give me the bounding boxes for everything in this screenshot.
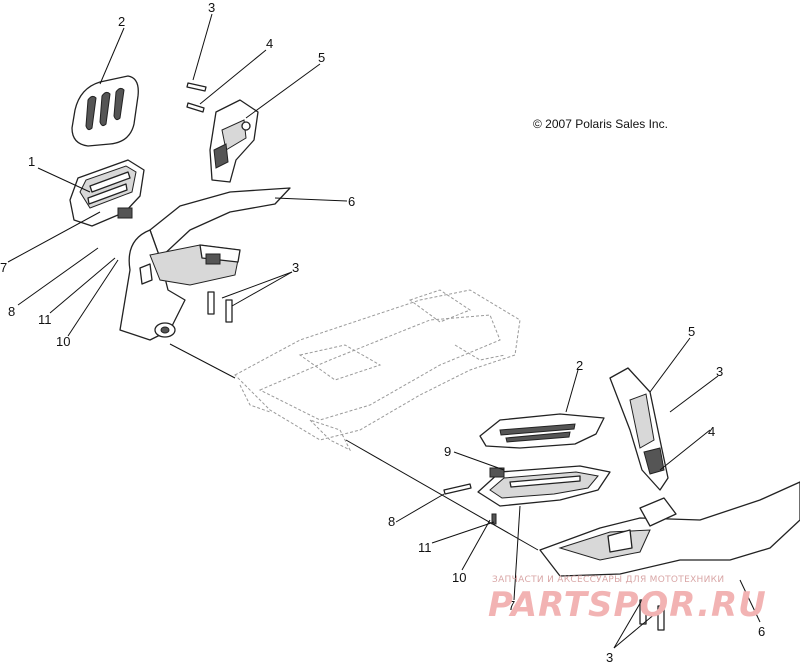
callout-2-upper: 2 (118, 14, 125, 29)
callout-9: 9 (444, 444, 451, 459)
callout-5-lower: 5 (688, 324, 695, 339)
callout-11-upper: 11 (38, 312, 52, 327)
footrest-left (69, 159, 145, 227)
callout-4-upper: 4 (266, 36, 273, 51)
floor-pad-right (479, 413, 605, 449)
callout-3-right: 3 (716, 364, 723, 379)
callout-4-lower: 4 (708, 424, 715, 439)
bracket-left (209, 99, 259, 183)
watermark-logo: PARTSPOR.RU (488, 585, 767, 625)
callout-3-top: 3 (208, 0, 215, 15)
callout-6-upper: 6 (348, 194, 355, 209)
watermark: ЗАПЧАСТИ И АКСЕССУАРЫ ДЛЯ МОТОТЕХНИКИ PA… (488, 575, 767, 625)
running-board-right (539, 481, 800, 631)
bolts-upper (186, 82, 207, 113)
callout-10-lower: 10 (452, 570, 466, 585)
callout-7-upper: 7 (0, 260, 7, 275)
footrest-right (477, 465, 611, 507)
callout-3-bottom: 3 (606, 650, 613, 665)
callout-8-upper: 8 (8, 304, 15, 319)
callout-labels: 2 3 4 5 6 1 7 8 11 10 3 5 3 4 2 9 8 11 1… (0, 0, 765, 665)
watermark-tagline: ЗАПЧАСТИ И АКСЕССУАРЫ ДЛЯ МОТОТЕХНИКИ (492, 575, 724, 585)
callout-7-lower: 7 (508, 598, 515, 613)
callout-3-mid: 3 (292, 260, 299, 275)
callout-1: 1 (28, 154, 35, 169)
leader-lines (7, 13, 761, 649)
callout-8-lower: 8 (388, 514, 395, 529)
copyright-notice: © 2007 Polaris Sales Inc. (533, 117, 668, 131)
callout-11-lower: 11 (418, 540, 432, 555)
floor-pad-left (71, 75, 139, 147)
pins-lower (443, 483, 497, 525)
callout-6-lower: 6 (758, 624, 765, 639)
running-board-left (119, 187, 291, 341)
callout-2-lower: 2 (576, 358, 583, 373)
callout-10-upper: 10 (56, 334, 70, 349)
callout-5-upper: 5 (318, 50, 325, 65)
ghost-frame (234, 289, 521, 452)
bracket-right (609, 367, 669, 491)
